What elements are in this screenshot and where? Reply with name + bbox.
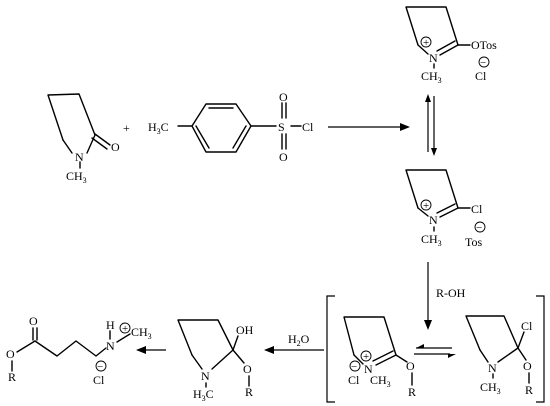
chloro-iminium: Cl + N CH3 − Tos (405, 169, 486, 249)
alkoxy-r: R (408, 385, 416, 399)
svg-text:H3C: H3C (193, 387, 214, 403)
svg-text:CH3: CH3 (480, 380, 501, 396)
arrow-to-otos-intermediate (328, 123, 410, 131)
chloro-methyl: CH (421, 232, 438, 246)
product-hydrogen: H (106, 318, 115, 332)
aminal-methyl: CH (480, 380, 497, 394)
nmp-nitrogen: N (75, 150, 84, 164)
chloro-plus: + (423, 200, 429, 212)
svg-text:CH3: CH3 (131, 325, 152, 341)
water-sub: 2 (297, 339, 301, 348)
tscl-sulfur: S (278, 120, 285, 134)
tosyl-chloride-molecule: H3C S O O Cl (148, 90, 314, 164)
svg-text:CH3: CH3 (370, 373, 391, 389)
svg-text:H3C: H3C (148, 120, 169, 136)
otos-minus: − (480, 57, 486, 69)
aminal-chlorine: Cl (521, 319, 533, 333)
chloro-counter-ion: Tos (465, 235, 482, 249)
product-ester-oxygen: O (6, 347, 15, 361)
plus-sign: + (123, 121, 130, 135)
roh-reagent-label: R-OH (436, 286, 466, 300)
chloro-aminal: Cl O R N CH3 (465, 315, 533, 397)
hemiaminal-nitrogen: N (201, 369, 210, 383)
water-h: H (288, 332, 297, 346)
bracket-equilibrium-arrows (414, 344, 456, 358)
bracket-group: O R + N CH3 − Cl Cl O R (326, 295, 545, 403)
aminal-oxygen: O (523, 359, 532, 373)
otos-group: OTos (471, 38, 497, 52)
aminal-nitrogen: N (488, 361, 497, 375)
tscl-h3c-sub: 3 (157, 127, 161, 136)
product-methyl-sub: 3 (148, 332, 152, 341)
product-minus: − (97, 361, 103, 373)
chloro-nitrogen: N (429, 213, 438, 227)
otos-methyl-sub: 3 (438, 76, 442, 85)
tscl-oxygen-bottom: O (279, 150, 288, 164)
product-plus: + (122, 323, 128, 335)
alkoxy-counter-ion: Cl (348, 373, 360, 387)
arrow-water: H2O (264, 332, 324, 354)
hemiaminal: OH O R N H3C (177, 319, 254, 403)
arrow-to-product (136, 346, 166, 354)
otos-nitrogen: N (429, 51, 438, 65)
aminal-r: R (525, 383, 533, 397)
svg-text:CH3: CH3 (421, 69, 442, 85)
alkoxy-methyl: CH (370, 373, 387, 387)
alkoxy-minus: − (351, 361, 357, 373)
water-o: O (301, 332, 310, 346)
otos-iminium: OTos + N CH3 − Cl (405, 6, 497, 85)
ester-ammonium-product: O O R N H + CH3 − Cl (6, 314, 152, 387)
aminal-methyl-sub: 3 (497, 387, 501, 396)
otos-plus: + (423, 37, 429, 49)
otos-methyl: CH (421, 69, 438, 83)
hemiaminal-c: C (206, 387, 214, 401)
arrow-roh: R-OH (424, 262, 466, 330)
chloro-methyl-sub: 3 (438, 239, 442, 248)
product-nitrogen: N (106, 339, 115, 353)
chloro-chlorine: Cl (471, 202, 483, 216)
alkoxy-plus: + (363, 351, 369, 363)
otos-counter-ion: Cl (475, 69, 487, 83)
product-carbonyl-oxygen: O (29, 314, 38, 328)
equilibrium-arrows (425, 94, 437, 156)
svg-text:CH3: CH3 (421, 232, 442, 248)
alkoxy-methyl-sub: 3 (387, 380, 391, 389)
tscl-oxygen-top: O (279, 90, 288, 104)
nmp-methyl-sub: 3 (83, 176, 87, 185)
product-methyl: CH (131, 325, 148, 339)
alkoxy-nitrogen: N (364, 362, 373, 376)
tscl-c: C (161, 120, 169, 134)
svg-text:CH3: CH3 (66, 169, 87, 185)
hemiaminal-oxygen: O (243, 362, 252, 376)
alkoxy-oxygen: O (406, 359, 415, 373)
svg-text:H2O: H2O (288, 332, 310, 348)
alkoxy-iminium: O R + N CH3 − Cl (343, 316, 416, 399)
nmp-molecule: N O CH3 (47, 93, 120, 185)
hemiaminal-r: R (245, 385, 253, 399)
hemiaminal-oh: OH (236, 323, 254, 337)
chloro-minus: − (476, 222, 482, 234)
tscl-h: H (148, 120, 157, 134)
nmp-oxygen: O (111, 140, 120, 154)
product-r: R (8, 370, 16, 384)
hemiaminal-h3c-sub: 3 (202, 394, 206, 403)
tscl-chlorine: Cl (302, 120, 314, 134)
hemiaminal-h: H (193, 387, 202, 401)
product-counter-ion: Cl (93, 373, 105, 387)
nmp-methyl: CH (66, 169, 83, 183)
